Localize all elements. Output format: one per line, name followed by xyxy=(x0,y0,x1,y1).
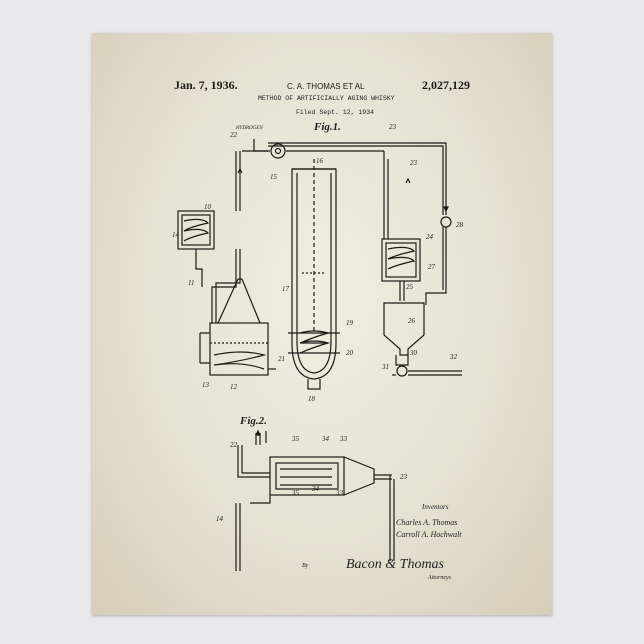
ref-13: 13 xyxy=(202,381,210,389)
ref-19: 19 xyxy=(346,319,354,327)
return-pipe-23 xyxy=(268,143,446,215)
ref-10: 10 xyxy=(204,203,212,211)
ref-20: 20 xyxy=(346,349,354,357)
ref-17: 17 xyxy=(282,285,290,293)
ref-28: 28 xyxy=(456,221,464,229)
ref-25: 25 xyxy=(406,283,414,291)
inventor-2-name: Carroll A. Hochwalt xyxy=(396,530,462,539)
ref-15: 15 xyxy=(270,173,278,181)
ref-30: 30 xyxy=(409,349,418,357)
fig2-ref-22: 22 xyxy=(230,441,238,449)
fig2-ref-23: 23 xyxy=(400,473,408,481)
by-label: By xyxy=(302,563,308,569)
ref-hydrogen: HYDROGEN xyxy=(235,126,263,131)
valve-30 xyxy=(397,366,407,376)
ref-23-right: 23 xyxy=(410,159,418,167)
patent-poster: Jan. 7, 1936. C. A. THOMAS ET AL 2,027,1… xyxy=(92,33,552,615)
ref-26: 26 xyxy=(408,317,416,325)
top-pipe xyxy=(242,151,384,159)
fig2-ref-35-top: 35 xyxy=(291,435,300,443)
attorneys-label: Attorneys xyxy=(428,575,451,581)
fig2-ref-34-top: 34 xyxy=(321,435,330,443)
fig2-ref-35-bottom: 35 xyxy=(291,489,300,497)
attorney-signature: Bacon & Thomas xyxy=(346,557,444,573)
fig2-ref-33-bottom: 33 xyxy=(335,489,344,497)
patent-drawing: HYDROGEN 22 23 23 16 15 10 14 11 17 19 2… xyxy=(92,33,552,615)
condenser-10 xyxy=(178,211,214,249)
ref-11: 11 xyxy=(188,279,194,287)
fig2-ref-33-top: 33 xyxy=(339,435,348,443)
ref-23-top: 23 xyxy=(389,123,397,131)
ref-32: 32 xyxy=(449,353,458,361)
pipe-11 xyxy=(236,151,240,211)
valve-28 xyxy=(441,217,451,227)
receiver-26 xyxy=(384,303,424,355)
inventor-1-name: Charles A. Thomas xyxy=(396,518,457,527)
ref-18: 18 xyxy=(308,395,316,403)
fig2-ref-34-bottom: 34 xyxy=(311,485,320,493)
ref-24: 24 xyxy=(426,233,434,241)
ref-22: 22 xyxy=(230,131,238,139)
inventors-label: Inventors xyxy=(422,503,448,511)
fig2-pipe-22 xyxy=(238,445,250,477)
ref-16: 16 xyxy=(316,157,324,165)
ref-12: 12 xyxy=(230,383,238,391)
ref-14: 14 xyxy=(172,231,180,239)
fig2-ref-14: 14 xyxy=(216,515,224,523)
condenser-24 xyxy=(382,239,420,281)
ref-27: 27 xyxy=(428,263,436,271)
ref-21: 21 xyxy=(278,355,285,363)
hydrogen-inlet-pipe xyxy=(254,139,268,151)
ref-31: 31 xyxy=(381,363,389,371)
